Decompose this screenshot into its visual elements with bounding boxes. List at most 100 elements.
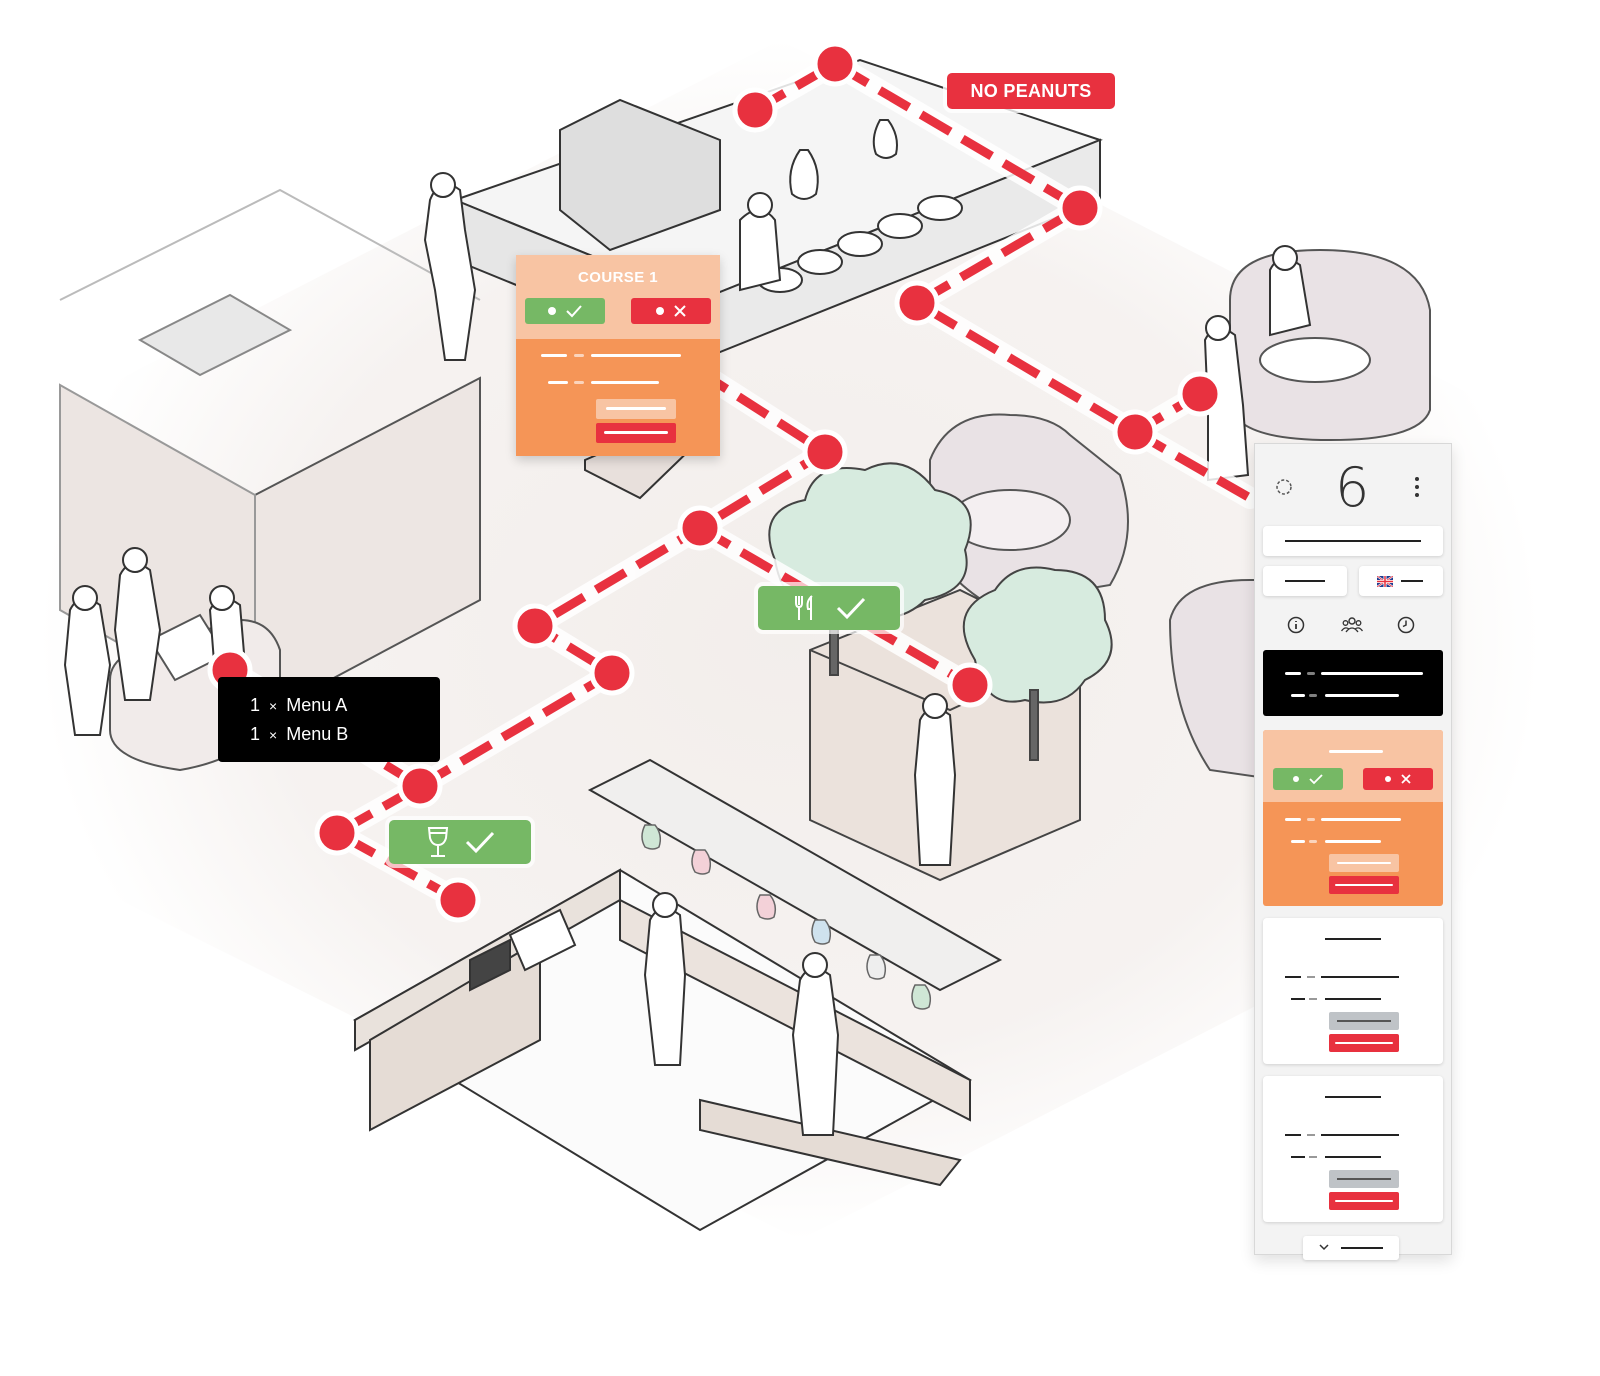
primary-button[interactable] [1329,1034,1399,1052]
more-vertical-icon[interactable] [1413,476,1421,498]
order-ticket: 1 × Menu A 1 × Menu B [218,677,440,762]
wine-glass-icon [427,827,449,857]
path-node [1057,185,1103,231]
placeholder-line [1321,976,1399,978]
secondary-button[interactable] [1329,1012,1399,1030]
course-reject-button[interactable] [631,298,711,324]
order-qty: 1 [250,724,261,744]
placeholder-line [1285,540,1421,542]
drinks-served-badge [389,820,531,864]
allergy-tag: NO PEANUTS [947,73,1115,109]
placeholder-line [1285,818,1301,821]
guests-icon[interactable] [1341,616,1363,634]
placeholder-line [548,381,568,384]
course-card-header: COURSE 1 [516,255,720,339]
chevron-down-icon [1319,1244,1329,1251]
cutlery-icon [795,595,813,620]
upcoming-course-card[interactable] [1263,1076,1443,1222]
check-icon [836,597,866,620]
path-node [397,763,443,809]
primary-button[interactable] [1329,876,1399,894]
table-order-panel: 6 [1254,443,1452,1260]
placeholder-line [1337,1178,1391,1180]
food-served-badge [758,586,900,630]
path-node [947,662,993,708]
status-dot-icon [656,307,664,315]
placeholder-line [1335,884,1393,886]
placeholder-line [1337,862,1391,864]
path-node [812,41,858,87]
path-node [589,650,635,696]
check-icon [566,305,582,318]
placeholder-line [1321,1134,1399,1136]
order-item-name: Menu B [286,724,349,744]
placeholder-line [1291,840,1305,843]
course-accept-button[interactable] [525,298,605,324]
order-line: 1 × Menu B [250,724,348,745]
course-card: COURSE 1 [516,255,720,456]
placeholder-line [1307,672,1315,675]
secondary-button[interactable] [596,399,676,419]
path-node [435,877,481,923]
placeholder-line [1285,580,1325,582]
placeholder-line [1325,998,1381,1000]
placeholder-line [591,381,659,384]
secondary-button[interactable] [1329,854,1399,872]
placeholder-line [1401,580,1423,582]
panel-footer-toggle[interactable] [1303,1236,1399,1260]
order-times: × [269,727,278,743]
placeholder-line [1325,1156,1381,1158]
panel-accept-button[interactable] [1273,768,1343,790]
placeholder-line [1329,750,1383,753]
placeholder-line [1309,840,1317,843]
placeholder-line [1291,998,1305,1000]
order-summary-card[interactable] [1263,650,1443,716]
path-halo [219,53,1261,911]
placeholder-line [1309,1156,1317,1158]
placeholder-line [1325,840,1381,843]
primary-button[interactable] [596,423,676,443]
primary-button[interactable] [1329,1192,1399,1210]
people [63,172,1312,1136]
status-dot-icon [548,307,556,315]
path-node [1177,371,1223,417]
placeholder-line [1285,976,1301,978]
table-name-field[interactable] [1263,526,1443,556]
placeholder-line [1337,1020,1391,1022]
placeholder-line [604,431,668,434]
check-icon [465,831,495,854]
placeholder-line [574,354,584,357]
placeholder-line [1325,938,1381,940]
language-field[interactable] [1359,566,1443,596]
placeholder-line [1285,672,1301,675]
uk-flag-icon [1377,576,1393,587]
active-course-header [1263,730,1443,802]
info-icon[interactable] [1287,616,1305,634]
path-node [314,810,360,856]
path-nodes [207,41,1223,923]
panel-reject-button[interactable] [1363,768,1433,790]
bar-lights [641,824,932,1010]
close-icon [674,305,686,317]
placeholder-line [1321,672,1423,675]
order-qty: 1 [250,695,261,715]
server-field[interactable] [1263,566,1347,596]
upcoming-course-card[interactable] [1263,918,1443,1064]
placeholder-line [1335,1200,1393,1202]
path-node [732,87,778,133]
active-course-card[interactable] [1263,730,1443,906]
path-node [677,505,723,551]
placeholder-line [1325,694,1399,697]
placeholder-line [1307,1134,1315,1136]
clock-icon[interactable] [1397,616,1415,634]
spinner-icon[interactable] [1275,478,1293,496]
placeholder-line [1307,818,1315,821]
secondary-button[interactable] [1329,1170,1399,1188]
path-node [894,280,940,326]
placeholder-line [1321,818,1401,821]
placeholder-line [1307,976,1315,978]
placeholder-line [1309,694,1317,697]
close-icon [1401,774,1411,784]
order-line: 1 × Menu A [250,695,347,716]
